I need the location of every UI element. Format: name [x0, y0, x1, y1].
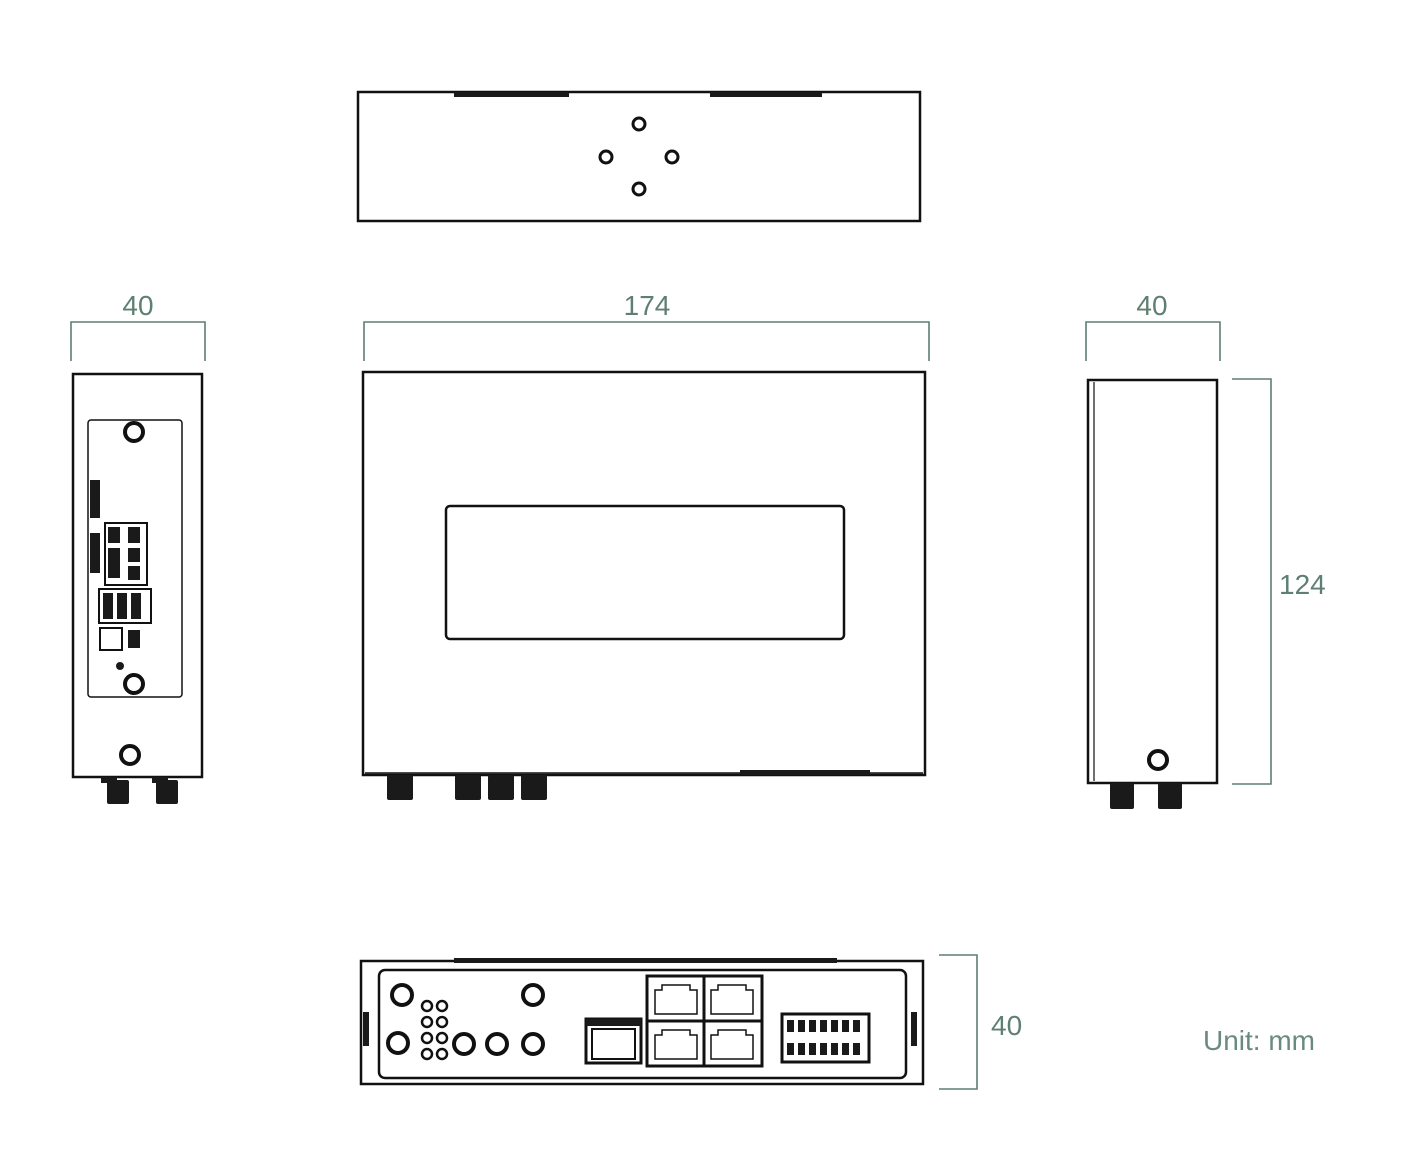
dimension-label-right-width: 40	[1136, 290, 1167, 321]
unit-label: Unit: mm	[1203, 1025, 1315, 1056]
left-side-screw-bottom	[123, 673, 145, 695]
top-view-bracket-right	[710, 92, 822, 97]
left-side-view	[71, 372, 204, 804]
port-panel-top-rail	[454, 958, 837, 963]
port-panel-frame	[377, 968, 908, 1080]
right-side-antenna-connectors	[1110, 783, 1182, 809]
right-side-view	[1086, 378, 1219, 809]
port-panel-view	[359, 958, 925, 1086]
dimension-height: 124	[1232, 378, 1326, 785]
dimension-front-width: 174	[363, 290, 930, 361]
top-view-bracket-left	[454, 92, 569, 97]
left-side-antenna-connectors	[101, 777, 178, 804]
front-view	[361, 370, 927, 800]
top-view-body	[356, 90, 922, 223]
dimension-right-width: 40	[1085, 290, 1221, 361]
front-view-antenna-connectors	[387, 775, 547, 800]
port-panel-antenna-sockets	[386, 983, 545, 1056]
dimension-label-depth: 40	[991, 1010, 1022, 1041]
left-side-panel	[87, 419, 183, 698]
dimension-label-left-width: 40	[122, 290, 153, 321]
dimension-label-height: 124	[1279, 569, 1326, 600]
dimension-label-front-width: 174	[624, 290, 671, 321]
left-side-terminal-block	[98, 522, 152, 670]
top-view	[356, 90, 922, 223]
top-view-mount-holes	[598, 116, 680, 197]
left-side-screw-top	[123, 421, 145, 443]
right-side-body	[1086, 378, 1219, 785]
port-panel-sfp-port	[584, 1017, 643, 1065]
front-view-window	[444, 504, 846, 641]
right-side-ground-screw	[1147, 749, 1169, 771]
left-side-slot-2	[90, 533, 100, 573]
dimension-left-width: 40	[70, 290, 206, 361]
left-side-ground-screw	[119, 744, 141, 766]
front-view-foot	[740, 770, 870, 775]
front-view-body	[361, 370, 927, 777]
left-side-slot-1	[90, 480, 100, 518]
port-panel-terminal-block	[780, 1012, 871, 1064]
dimension-depth: 40	[939, 954, 1022, 1090]
port-panel-ethernet-ports	[645, 974, 764, 1068]
port-panel-led-indicators	[420, 999, 449, 1061]
